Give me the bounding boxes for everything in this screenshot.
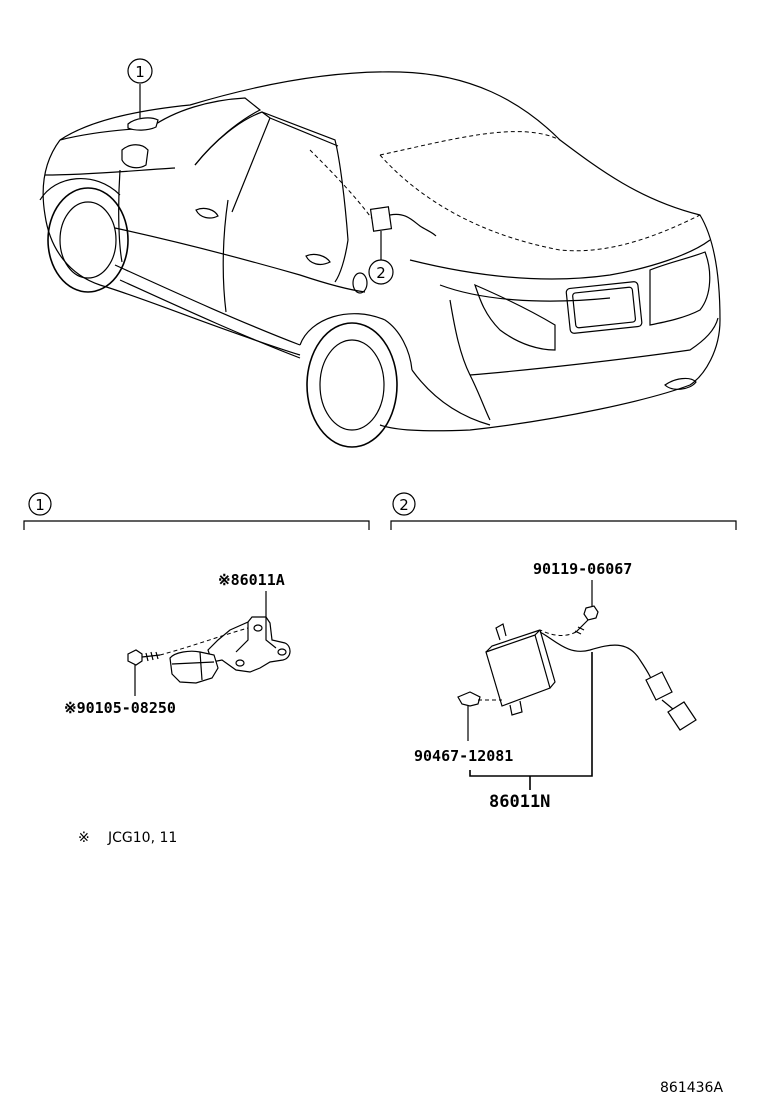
part-number-86011A: ※86011A [218, 571, 285, 589]
part-number-90467-12081: 90467-12081 [414, 747, 513, 765]
figure-id: 861436A [660, 1080, 723, 1096]
section-2-header: 2 [390, 492, 737, 530]
callout-2-on-car: 2 [368, 259, 394, 285]
callout-1-on-car: 1 [127, 58, 153, 84]
part-number-86011N: 86011N [489, 792, 550, 812]
section-2-parts [457, 580, 697, 790]
car-illustration [39, 71, 721, 448]
footnote-mark: ※ [78, 830, 90, 846]
svg-text:2: 2 [399, 496, 409, 514]
svg-text:2: 2 [376, 264, 386, 282]
part-number-90105-08250: ※90105-08250 [64, 699, 176, 717]
section-1-header: 1 [23, 492, 370, 530]
part-number-90119-06067: 90119-06067 [533, 560, 632, 578]
section-1-parts [127, 591, 291, 696]
footnote-text: JCG10, 11 [107, 830, 177, 846]
svg-text:1: 1 [35, 496, 45, 514]
svg-text:1: 1 [135, 63, 145, 81]
